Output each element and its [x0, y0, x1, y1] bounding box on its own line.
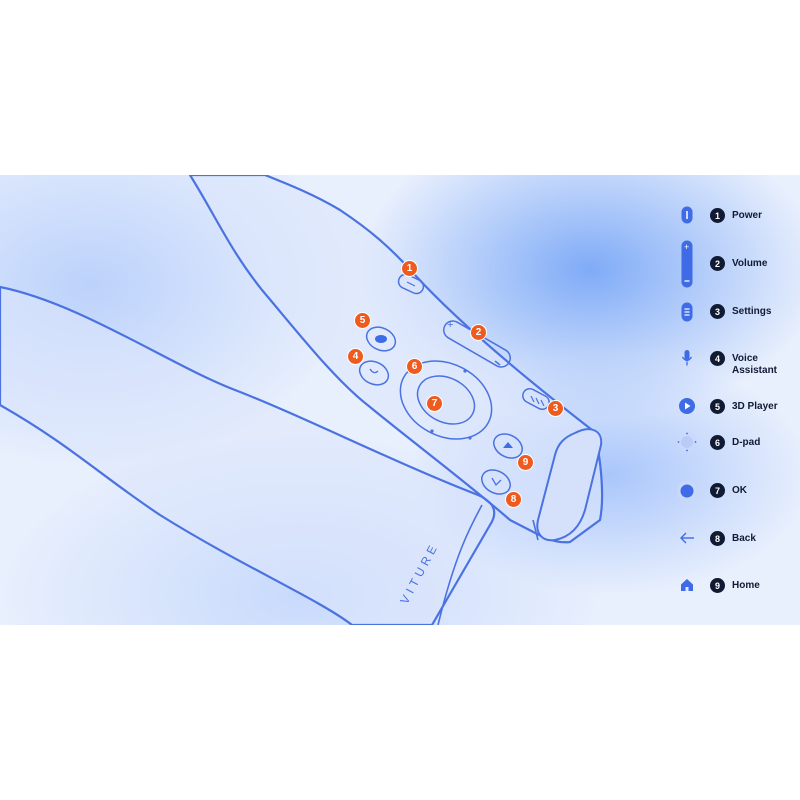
legend-number-7: 7 [710, 483, 725, 498]
settings-icon [676, 302, 698, 322]
dpad-icon [676, 431, 698, 453]
legend-label-3d-player: 3D Player [732, 401, 778, 412]
back-remote-edge [437, 504, 483, 625]
microphone-icon [676, 349, 698, 367]
callout-5: 5 [354, 312, 371, 329]
legend-label-dpad: D-pad [732, 437, 761, 448]
volume-icon: + [676, 240, 698, 288]
power-button[interactable] [396, 272, 425, 296]
legend-label-voice-assistant: Voice Assistant [732, 353, 778, 376]
3d-player-button[interactable] [363, 323, 399, 356]
legend-label-ok: OK [732, 485, 747, 496]
remote-illustration: VITURE + [0, 175, 604, 625]
legend-number-5: 5 [710, 399, 725, 414]
legend-label-power: Power [732, 210, 763, 221]
ok-icon [676, 480, 698, 502]
callout-2: 2 [470, 324, 487, 341]
legend-label-home: Home [732, 580, 760, 591]
callout-6: 6 [406, 358, 423, 375]
legend-number-3: 3 [710, 304, 725, 319]
back-button[interactable] [478, 465, 515, 499]
illustration-panel: VITURE + [0, 175, 800, 625]
callout-7: 7 [426, 395, 443, 412]
legend-label-back: Back [732, 533, 756, 544]
front-remote-body [188, 175, 604, 544]
callout-9: 9 [517, 454, 534, 471]
remote-end-cap [536, 428, 603, 542]
legend-number-2: 2 [710, 256, 725, 271]
legend: 1 Power + 2 Volume 3 Settings 4 Voice As… [0, 175, 800, 625]
callout-3: 3 [547, 400, 564, 417]
dpad[interactable] [387, 346, 506, 455]
legend-number-6: 6 [710, 435, 725, 450]
voice-button[interactable] [356, 357, 392, 390]
callout-4: 4 [347, 348, 364, 365]
back-arrow-icon [676, 531, 698, 545]
home-icon [676, 578, 698, 592]
power-icon [676, 206, 698, 224]
legend-label-settings: Settings [732, 306, 772, 317]
home-button[interactable] [490, 429, 527, 463]
callout-8: 8 [505, 491, 522, 508]
svg-text:+: + [684, 242, 689, 252]
legend-number-9: 9 [710, 578, 725, 593]
legend-number-4: 4 [710, 351, 725, 366]
legend-number-8: 8 [710, 531, 725, 546]
play-icon [676, 397, 698, 415]
svg-text:+: + [447, 319, 453, 331]
callout-1: 1 [401, 260, 418, 277]
legend-label-volume: Volume [732, 258, 768, 269]
legend-number-1: 1 [710, 208, 725, 223]
